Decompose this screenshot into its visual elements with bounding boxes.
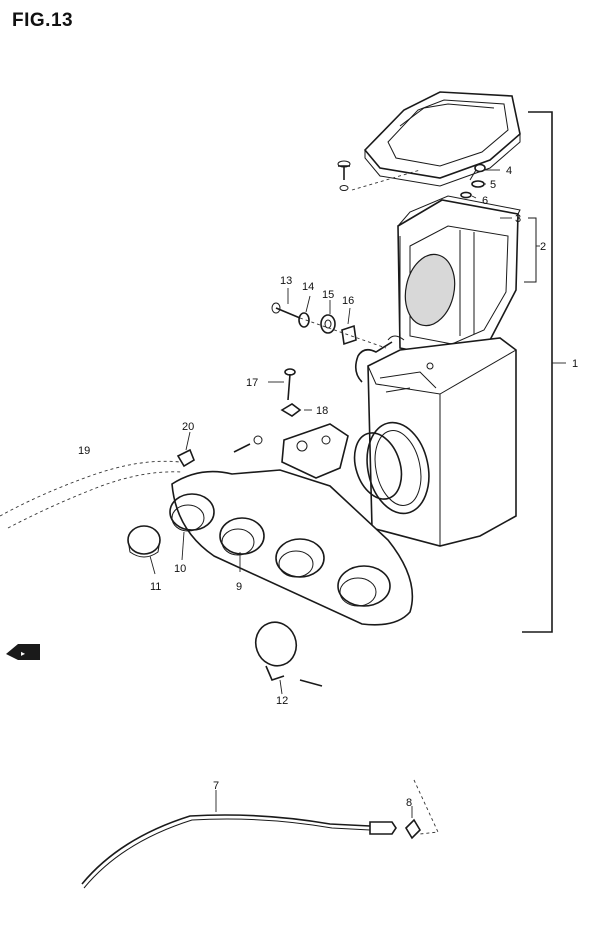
bolt-4 — [469, 163, 486, 181]
duct-clamp — [353, 432, 403, 500]
cover-screw — [337, 160, 421, 191]
washer-14 — [298, 312, 310, 328]
nut-18 — [280, 403, 302, 417]
wire-hook — [354, 335, 405, 383]
part-label-9: 9 — [236, 581, 242, 593]
assembly-bracket-1 — [522, 111, 566, 633]
grommet-15 — [320, 314, 336, 334]
boot-port-1 — [169, 493, 215, 532]
washer-6 — [460, 191, 472, 199]
part-label-13: 13 — [280, 275, 292, 287]
clamp-12 — [254, 621, 323, 687]
part-label-11: 11 — [150, 581, 161, 593]
screw-near-20 — [233, 435, 263, 453]
assembly-bracket-2 — [524, 217, 540, 283]
part-label-1: 1 — [572, 358, 578, 370]
washer-5 — [471, 180, 485, 188]
part-label-10: 10 — [174, 563, 186, 575]
part-label-19: 19 — [78, 445, 90, 457]
boot-port-3 — [275, 538, 325, 578]
part-label-6: 6 — [482, 195, 488, 207]
part-label-15: 15 — [322, 289, 334, 301]
part-label-5: 5 — [490, 179, 496, 191]
part-label-8: 8 — [406, 797, 412, 809]
figure-title: FIG.13 — [12, 10, 74, 31]
part-label-7: 7 — [213, 780, 219, 792]
part-label-16: 16 — [342, 295, 354, 307]
collar-16 — [341, 324, 357, 346]
part-label-20: 20 — [182, 421, 194, 433]
bolt-13 — [271, 302, 301, 319]
clip-8 — [404, 779, 439, 840]
svg-text:▸: ▸ — [21, 649, 25, 658]
cable-7 — [81, 814, 397, 889]
air-cleaner-box — [366, 337, 517, 547]
boot-port-4 — [337, 565, 391, 607]
leader-lines — [149, 169, 512, 818]
cap-11 — [127, 525, 161, 558]
bolt-17 — [284, 368, 296, 401]
part-label-14: 14 — [302, 281, 314, 293]
part-label-12: 12 — [276, 695, 288, 707]
drain-hose-19 — [0, 460, 183, 529]
clip-20 — [176, 448, 195, 468]
part-label-17: 17 — [246, 377, 258, 389]
air-cleaner-cover — [363, 91, 521, 187]
part-label-18: 18 — [316, 405, 328, 417]
intake-boot-9 — [169, 469, 414, 626]
part-label-3: 3 — [515, 213, 521, 225]
part-label-2: 2 — [540, 241, 546, 253]
front-arrow-icon: ▸ — [6, 644, 40, 660]
filter-element — [397, 195, 521, 359]
boot-port-2 — [219, 517, 265, 556]
mounting-bracket — [281, 423, 349, 479]
part-label-4: 4 — [506, 165, 512, 177]
